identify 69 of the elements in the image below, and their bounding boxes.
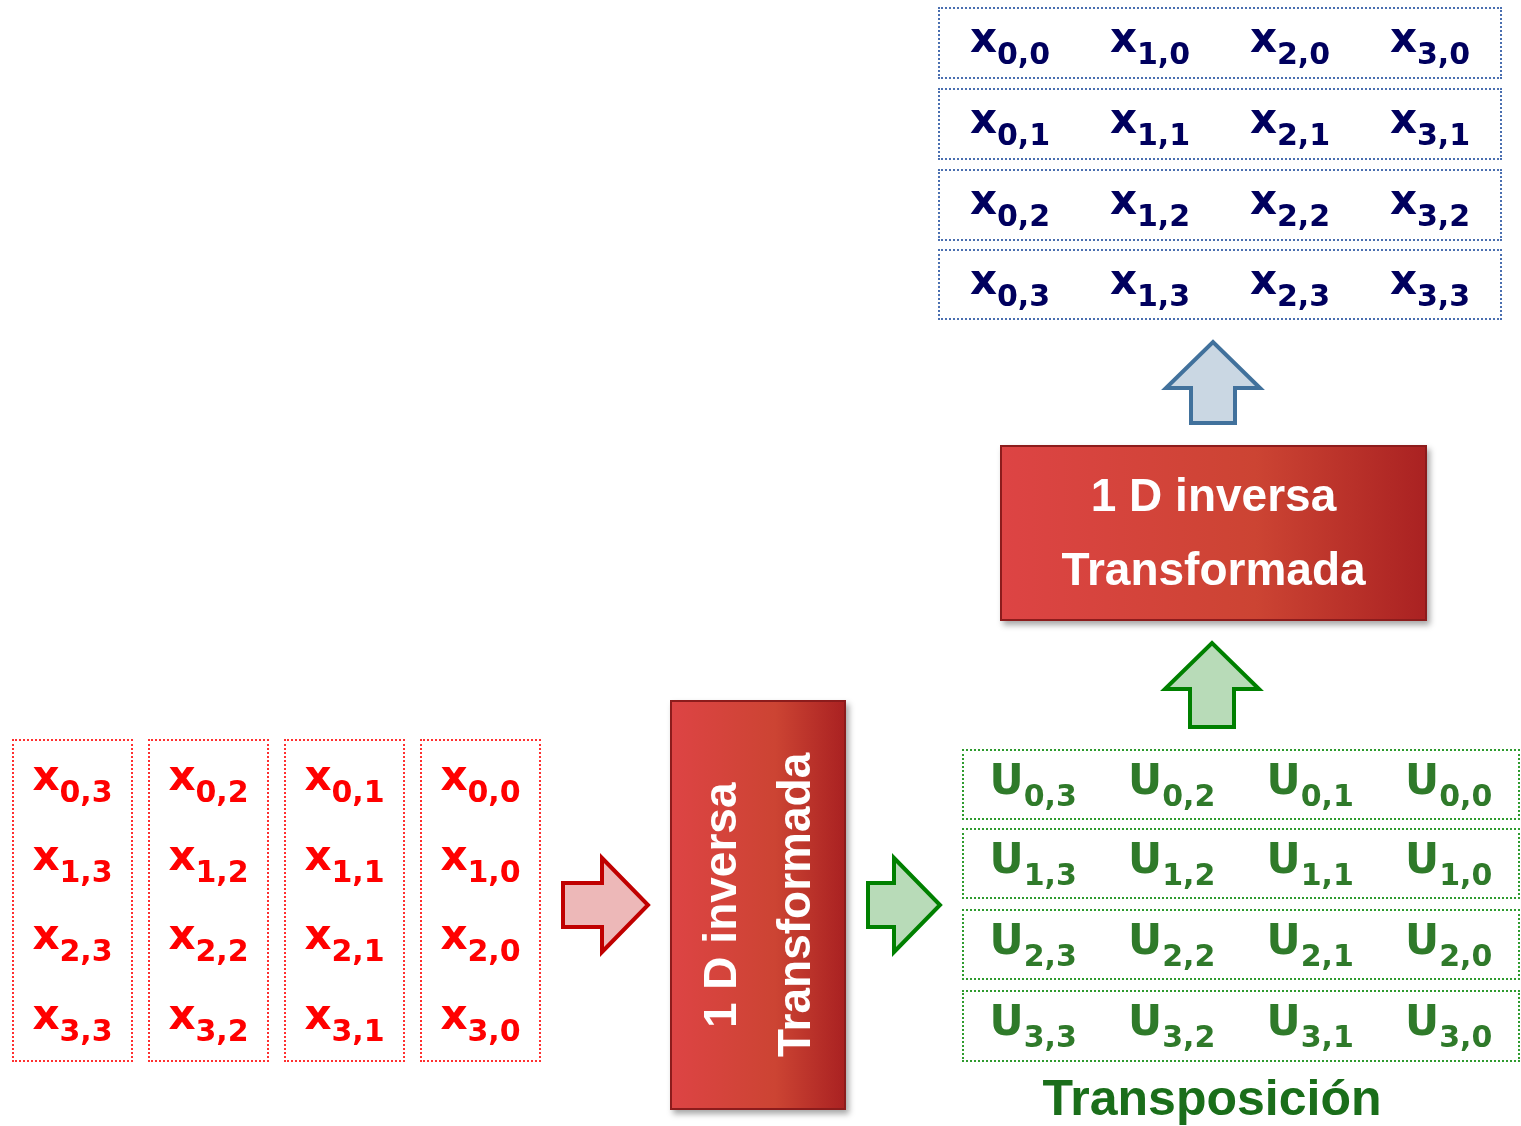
matrix-entry: U$_{3,3}$ (989, 1000, 1077, 1052)
matrix-entry: x$_{1,3}$ (1109, 258, 1191, 311)
matrix-entry: x$_{2,2}$ (168, 914, 249, 967)
matrix-entry: U$_{0,1}$ (1266, 758, 1354, 811)
matrix-entry: x$_{1,1}$ (304, 834, 385, 887)
matrix-entry: U$_{3,1}$ (1266, 1000, 1354, 1052)
matrix-entry: x$_{2,3}$ (32, 914, 113, 967)
matrix-row-box (962, 990, 1520, 1062)
block-arrow (1161, 339, 1265, 425)
matrix-column-box (420, 739, 541, 1062)
matrix-entry: U$_{2,3}$ (989, 918, 1077, 971)
block-arrow (1160, 640, 1264, 729)
matrix-entry: x$_{2,1}$ (1249, 98, 1331, 150)
matrix-entry: x$_{2,0}$ (1249, 17, 1331, 69)
matrix-entry: U$_{0,3}$ (989, 758, 1077, 811)
matrix-entry: x$_{1,1}$ (1109, 98, 1191, 150)
matrix-entry: x$_{3,1}$ (304, 994, 385, 1047)
matrix-entry: U$_{1,0}$ (1405, 837, 1493, 890)
matrix-column-box (148, 739, 269, 1062)
matrix-entry: U$_{2,2}$ (1128, 918, 1216, 971)
matrix-entry: x$_{2,3}$ (1249, 258, 1331, 311)
matrix-entry: U$_{0,2}$ (1128, 758, 1216, 811)
matrix-entry: U$_{2,1}$ (1266, 918, 1354, 971)
matrix-entry: U$_{1,3}$ (989, 837, 1077, 890)
matrix-entry: x$_{0,0}$ (969, 17, 1051, 69)
matrix-caption: Transposición (1042, 1069, 1382, 1126)
matrix-entry: x$_{2,1}$ (304, 914, 385, 967)
matrix-entry: x$_{0,1}$ (969, 98, 1051, 150)
process-box (1000, 445, 1427, 621)
matrix-entry: x$_{3,2}$ (168, 994, 249, 1047)
matrix-row-box (962, 909, 1520, 980)
block-arrow (561, 853, 651, 957)
matrix-entry: U$_{2,0}$ (1405, 918, 1493, 971)
matrix-entry: x$_{1,0}$ (1109, 17, 1191, 69)
matrix-entry: x$_{1,0}$ (440, 834, 521, 887)
matrix-entry: x$_{1,3}$ (32, 834, 113, 887)
matrix-entry: x$_{1,2}$ (168, 834, 249, 887)
matrix-entry: x$_{3,3}$ (1389, 258, 1471, 311)
matrix-entry: U$_{3,2}$ (1128, 1000, 1216, 1052)
matrix-entry: U$_{1,1}$ (1266, 837, 1354, 890)
matrix-entry: x$_{2,2}$ (1249, 179, 1331, 231)
matrix-row-box (938, 88, 1502, 160)
matrix-entry: x$_{3,0}$ (440, 994, 521, 1047)
block-arrow (866, 853, 943, 957)
matrix-entry: x$_{0,2}$ (168, 754, 249, 807)
matrix-entry: x$_{3,0}$ (1389, 17, 1471, 69)
matrix-entry: U$_{0,0}$ (1405, 758, 1493, 811)
matrix-column-box (284, 739, 405, 1062)
matrix-column-box (12, 739, 133, 1062)
matrix-entry: x$_{0,3}$ (969, 258, 1051, 311)
process-label: 1 D inversa Transformada (1060, 468, 1367, 597)
matrix-row-box (938, 249, 1502, 320)
matrix-entry: x$_{0,1}$ (304, 754, 385, 807)
matrix-row-box (962, 749, 1520, 820)
matrix-row-box (938, 169, 1502, 241)
process-box (670, 700, 846, 1110)
matrix-entry: U$_{1,2}$ (1128, 837, 1216, 890)
process-label: 1 D inversa Transformada (693, 751, 821, 1060)
matrix-entry: x$_{3,3}$ (32, 994, 113, 1047)
matrix-entry: x$_{0,3}$ (32, 754, 113, 807)
matrix-entry: x$_{3,1}$ (1389, 98, 1471, 150)
matrix-entry: x$_{1,2}$ (1109, 179, 1191, 231)
matrix-entry: U$_{3,0}$ (1405, 1000, 1493, 1052)
matrix-entry: x$_{0,0}$ (440, 754, 521, 807)
matrix-entry: x$_{0,2}$ (969, 179, 1051, 231)
matrix-entry: x$_{2,0}$ (440, 914, 521, 967)
matrix-row-box (962, 828, 1520, 899)
matrix-row-box (938, 7, 1502, 79)
matrix-entry: x$_{3,2}$ (1389, 179, 1471, 231)
